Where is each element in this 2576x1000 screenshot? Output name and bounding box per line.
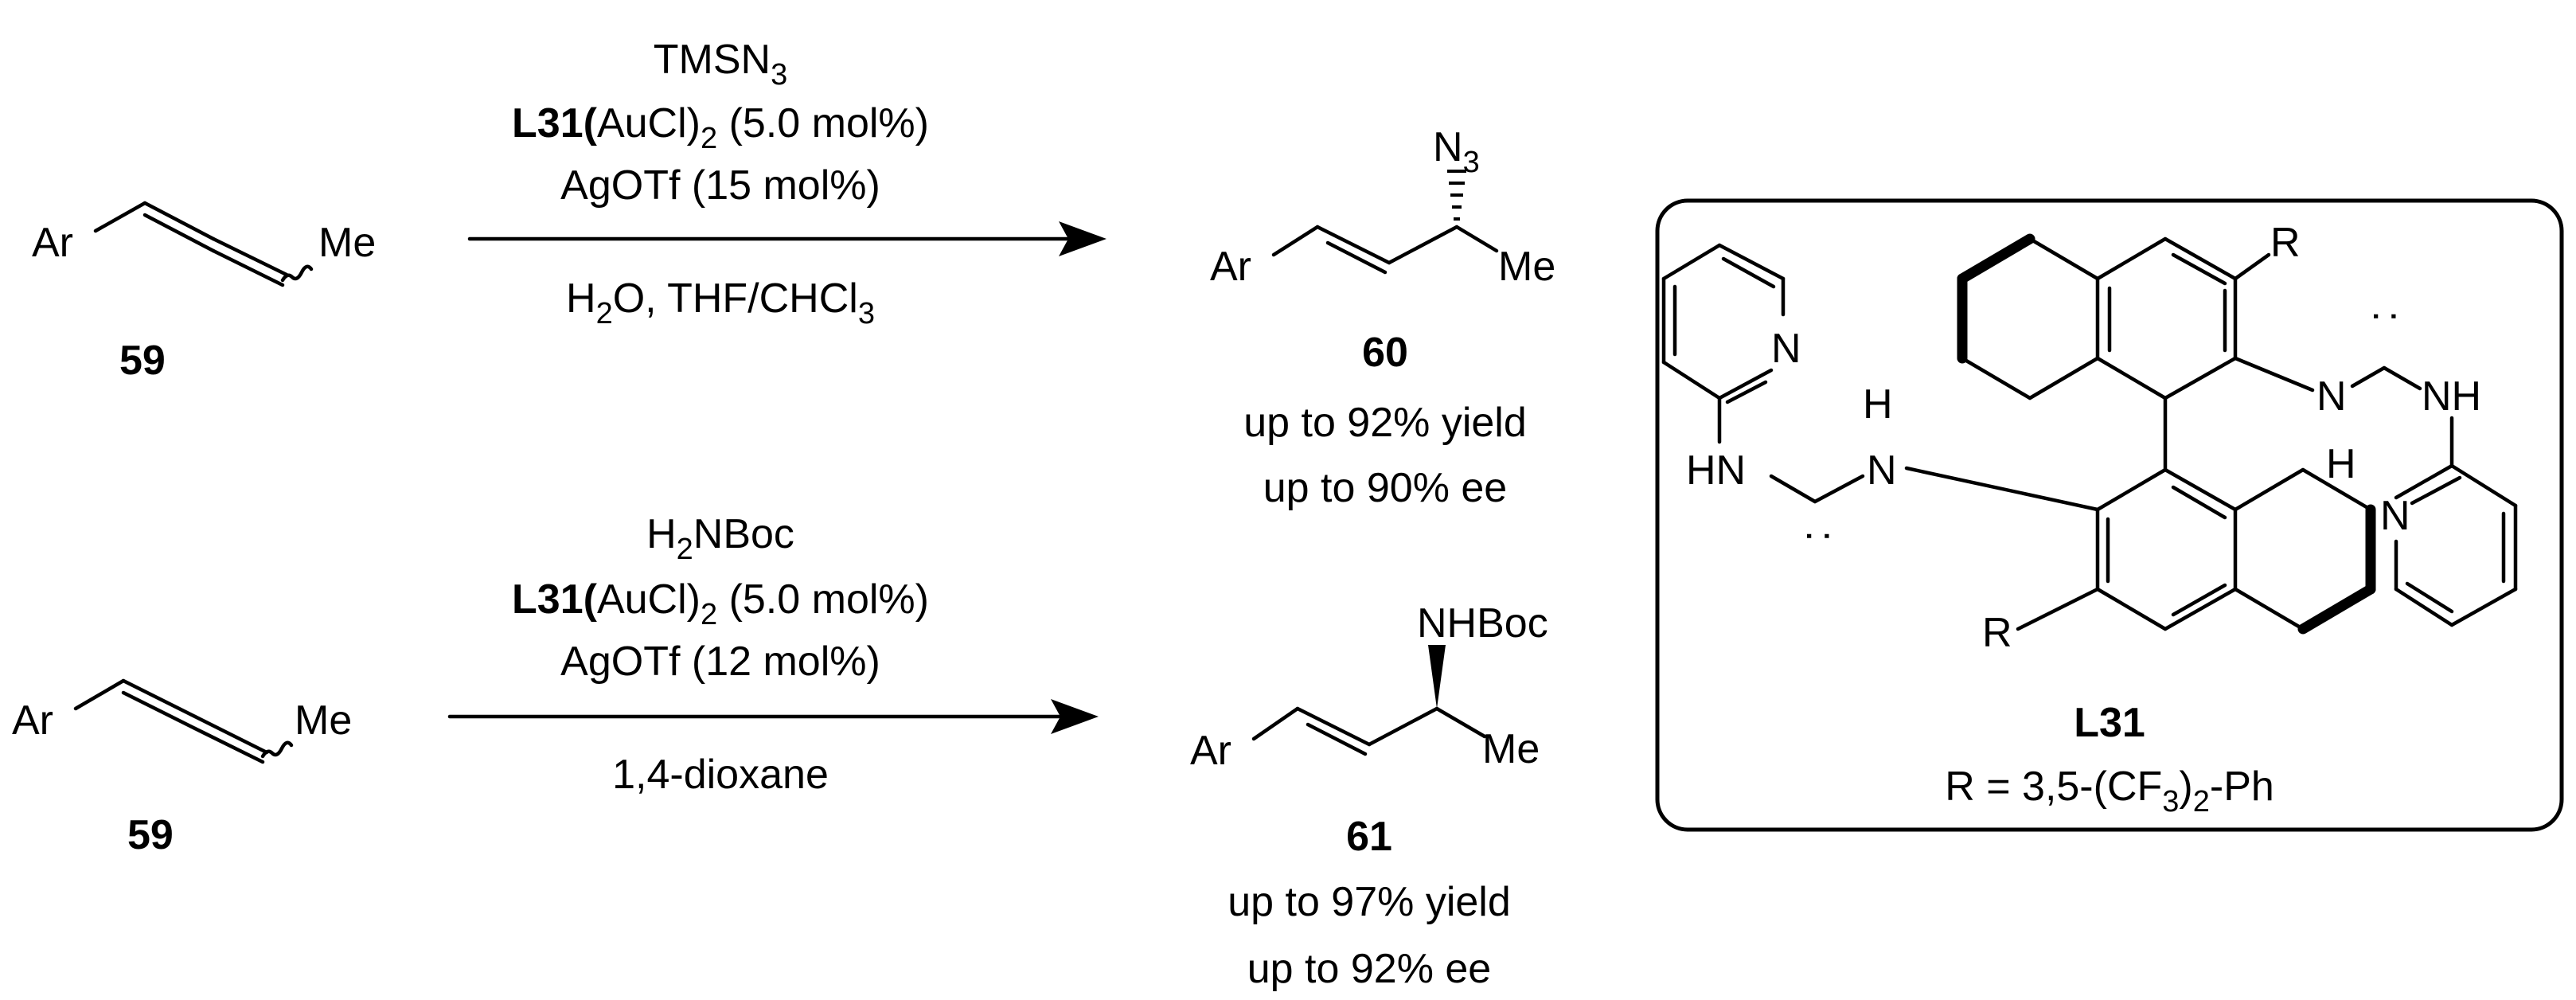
substrate-59-bottom: Ar Me 59	[12, 678, 352, 858]
methyl-label: Me	[1482, 726, 1540, 772]
ligand-name: L31	[2074, 700, 2145, 746]
nhboc-label: NHBoc	[1417, 600, 1548, 646]
solvent-line: H2O, THF/CHCl3	[566, 275, 875, 330]
conditions-top: TMSN3 L31(AuCl)2 (5.0 mol%) AgOTf (15 mo…	[467, 37, 1107, 330]
carbene-lone-pair: :	[2364, 311, 2410, 322]
ligand-box: R R	[1655, 198, 2564, 832]
ee-text: up to 92% ee	[1247, 946, 1491, 992]
conditions-bottom: H2NBoc L31(AuCl)2 (5.0 mol%) AgOTf (12 m…	[447, 511, 1099, 798]
compound-number-59: 59	[119, 338, 166, 384]
azide-label: N3	[1433, 124, 1480, 179]
ee-text: up to 90% ee	[1263, 465, 1507, 511]
aryl-label: Ar	[1210, 244, 1251, 290]
h-atom: H	[1863, 381, 1893, 428]
r-group-label: R	[1982, 610, 2012, 656]
methyl-label: Me	[318, 220, 376, 266]
compound-number-59: 59	[127, 812, 174, 858]
aryl-label: Ar	[12, 697, 53, 744]
hn-label: HN	[1686, 447, 1746, 494]
product-60: Ar N3 Me 60 up to 92% yield up to 90% ee	[1210, 124, 1555, 511]
nh-label: NH	[2422, 373, 2481, 420]
aryl-label: Ar	[1190, 728, 1231, 774]
carbene-lone-pair: :	[1797, 530, 1844, 541]
yield-text: up to 97% yield	[1228, 879, 1511, 925]
left-carbene-unit: N H : HN N	[1661, 243, 1897, 541]
compound-number-61: 61	[1346, 814, 1392, 860]
methyl-label: Me	[295, 697, 352, 744]
methyl-label: Me	[1498, 244, 1555, 290]
n-atom: N	[1867, 447, 1897, 494]
catalyst-line: L31(AuCl)2 (5.0 mol%)	[512, 576, 929, 631]
h-atom: H	[2326, 441, 2356, 487]
right-carbene-unit: N H : NH N	[2316, 311, 2518, 627]
n-atom: N	[2316, 373, 2347, 420]
r-definition: R = 3,5-(CF3)2-Ph	[1945, 764, 2274, 818]
upper-naphthyl: R	[1957, 220, 2315, 400]
yield-text: up to 92% yield	[1243, 400, 1527, 446]
additive-line: AgOTf (15 mol%)	[560, 162, 880, 209]
lower-naphthyl: R	[1904, 466, 2376, 656]
catalyst-line: L31(AuCl)2 (5.0 mol%)	[512, 100, 929, 155]
reagent-tmsn3: TMSN3	[654, 37, 787, 92]
reagent-h2nboc: H2NBoc	[646, 511, 794, 566]
substrate-59-top: Ar Me 59	[32, 201, 376, 384]
product-61: Ar NHBoc Me 61 up to 97% yield up to 92%…	[1190, 600, 1548, 992]
pyridine-n: N	[1771, 326, 1801, 372]
additive-line: AgOTf (12 mol%)	[560, 639, 880, 685]
solvent-line: 1,4-dioxane	[612, 752, 829, 798]
compound-number-60: 60	[1362, 330, 1408, 376]
ligand-frame	[1655, 198, 2564, 832]
aryl-label: Ar	[32, 220, 73, 266]
r-group-label: R	[2270, 220, 2301, 266]
pyridine-n: N	[2380, 493, 2410, 539]
